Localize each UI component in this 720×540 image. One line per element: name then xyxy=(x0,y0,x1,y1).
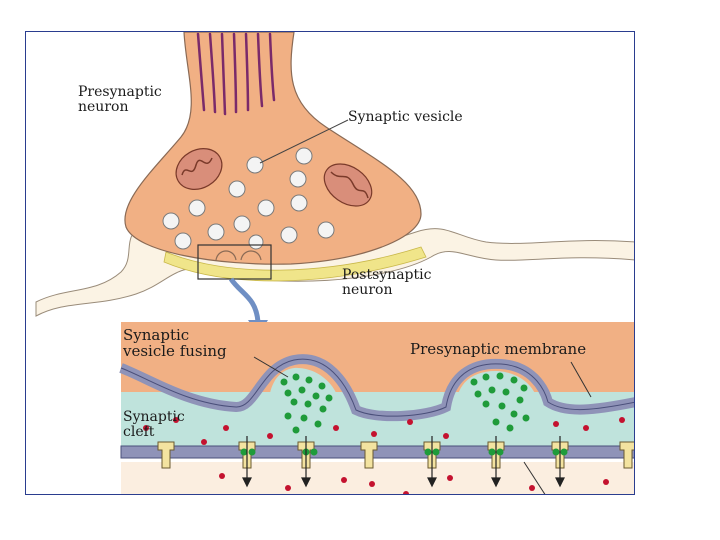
zoom-arrow-shaft xyxy=(231,279,258,322)
label-vesicle-fusing: Synaptic vesicle fusing xyxy=(123,327,227,359)
label-synaptic-cleft: Synaptic cleft xyxy=(123,410,185,440)
label-postsynaptic-neuron: Postsynaptic neuron xyxy=(342,268,431,298)
label-presynaptic-neuron: Presynaptic neuron xyxy=(78,85,162,115)
presynaptic-terminal xyxy=(125,32,421,264)
diagram-frame: Presynaptic neuron Synaptic vesicle Post… xyxy=(25,31,635,495)
label-presynaptic-membrane: Presynaptic membrane xyxy=(410,342,586,357)
label-synaptic-vesicle: Synaptic vesicle xyxy=(348,110,463,125)
